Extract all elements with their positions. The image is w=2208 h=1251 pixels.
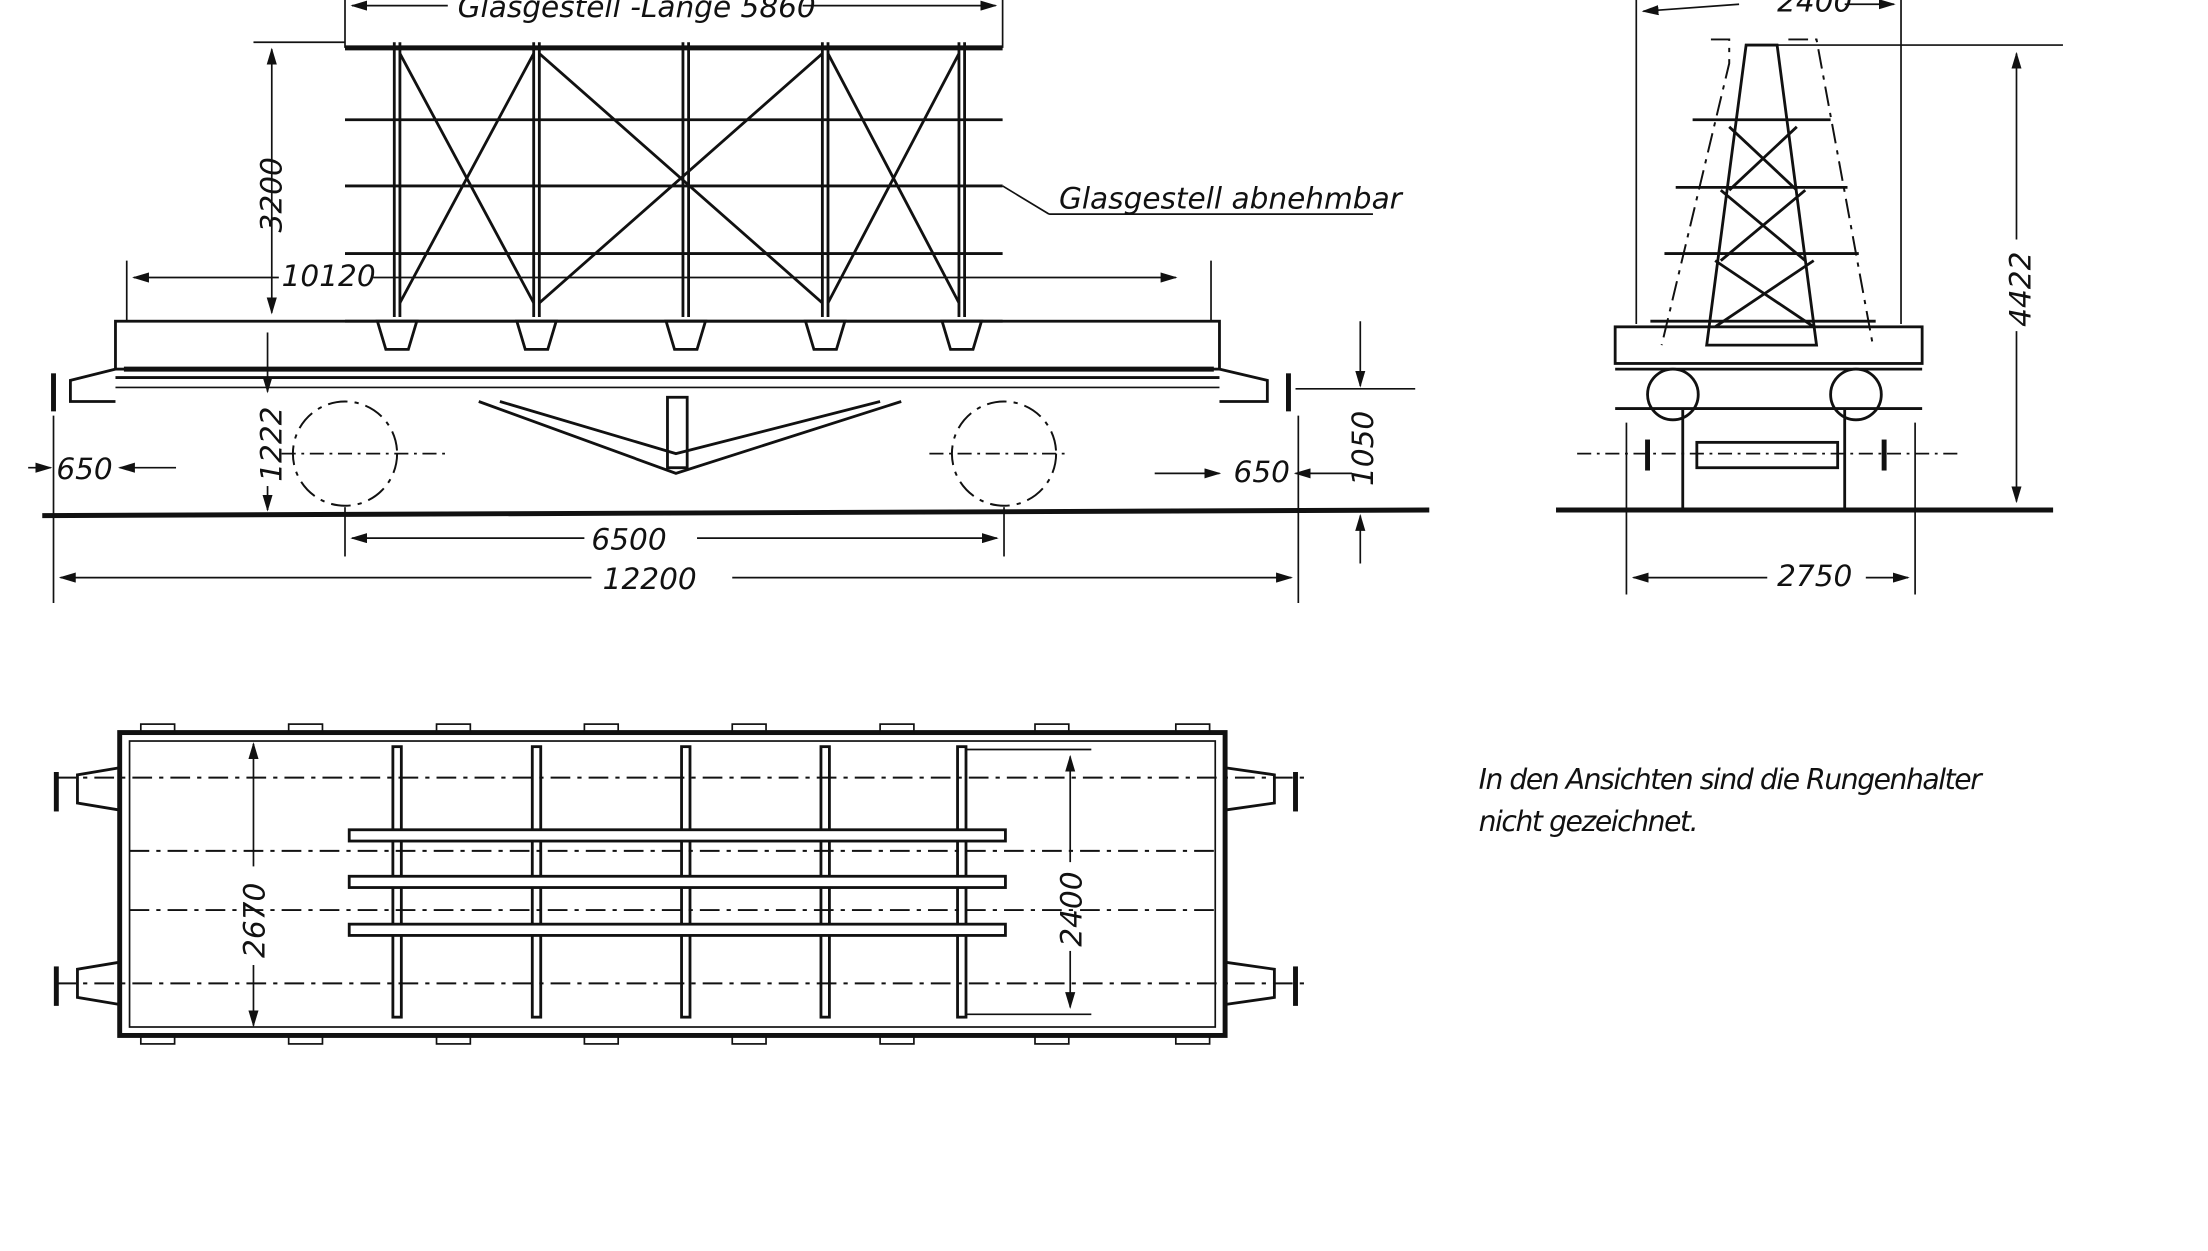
drawing-note-line-1: In den Ansichten sind die Rungenhalter bbox=[1479, 763, 1985, 796]
side-view: Glasgestell -Länge 5860 3200 Glasgestell… bbox=[28, 0, 1430, 603]
end-width-dimension: 2750 bbox=[1777, 559, 1852, 593]
buffer-height-dimension: 1222 bbox=[255, 407, 289, 482]
frame-length-dimension: 10120 bbox=[282, 259, 376, 293]
end-view: 2400 4422 2750 bbox=[1556, 0, 2063, 595]
drawing-note-line-2: nicht gezeichnet. bbox=[1479, 805, 1698, 838]
rack-height-dimension: 3200 bbox=[255, 157, 289, 232]
total-height-dimension: 4422 bbox=[2004, 252, 2038, 327]
top-view: 2670 2400 bbox=[53, 723, 1310, 1045]
top-frame-width-dimension: 2670 bbox=[238, 883, 272, 958]
rack-length-dimension: Glasgestell -Länge 5860 bbox=[458, 0, 816, 24]
overhang-left-dimension: 650 bbox=[56, 452, 112, 486]
rail-line bbox=[42, 507, 1430, 519]
rack-removable-label: Glasgestell abnehmbar bbox=[1059, 181, 1404, 215]
buffer-length-dimension: 12200 bbox=[603, 562, 697, 596]
deck-height-dimension: 1050 bbox=[1346, 411, 1380, 486]
glass-rack-side bbox=[345, 42, 1003, 351]
end-rack-width-dimension: 2400 bbox=[1777, 0, 1852, 18]
top-rack-width-dimension: 2400 bbox=[1054, 871, 1088, 946]
overhang-right-dimension: 650 bbox=[1234, 455, 1290, 489]
wheelbase-dimension: 6500 bbox=[591, 522, 666, 556]
wagon-frame-side bbox=[51, 319, 1291, 475]
